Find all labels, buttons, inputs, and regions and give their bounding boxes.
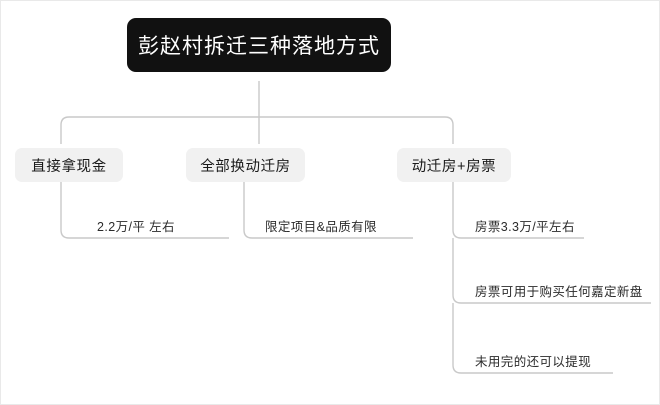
edge-branch2-leaf1 [243, 181, 413, 239]
leaf-node-branch3-2[interactable]: 房票可用于购买任何嘉定新盘 [475, 282, 643, 300]
leaf-node-branch1-1-label: 2.2万/平 左右 [97, 220, 175, 234]
branch-node-2[interactable]: 全部换动迁房 [186, 148, 305, 182]
leaf-node-branch3-1-label: 房票3.3万/平左右 [475, 220, 575, 234]
edge-branch3-leaf3 [452, 303, 613, 374]
branch-node-3[interactable]: 动迁房+房票 [397, 148, 511, 182]
leaf-node-branch3-2-label: 房票可用于购买任何嘉定新盘 [475, 285, 643, 299]
branch-node-2-label: 全部换动迁房 [200, 158, 291, 175]
root-node[interactable]: 彭赵村拆迁三种落地方式 [127, 18, 391, 72]
leaf-node-branch1-1[interactable]: 2.2万/平 左右 [97, 217, 175, 235]
leaf-node-branch3-3-label: 未用完的还可以提现 [475, 355, 592, 369]
leaf-node-branch3-3[interactable]: 未用完的还可以提现 [475, 352, 591, 370]
leaf-node-branch3-1[interactable]: 房票3.3万/平左右 [475, 217, 575, 235]
edge-branch3-leaf2 [452, 238, 651, 304]
branch-node-3-label: 动迁房+房票 [411, 158, 497, 175]
branch-node-1-label: 直接拿现金 [31, 158, 107, 175]
edge-branch3-leaf1 [452, 181, 584, 239]
leaf-node-branch2-1[interactable]: 限定项目&品质有限 [265, 217, 377, 235]
root-node-label: 彭赵村拆迁三种落地方式 [138, 35, 380, 58]
branch-node-1[interactable]: 直接拿现金 [15, 148, 123, 182]
edge-bus-right [259, 116, 454, 144]
edge-bus-left [60, 116, 259, 144]
edge-branch1-leaf1 [60, 181, 229, 239]
leaf-node-branch2-1-label: 限定项目&品质有限 [265, 220, 377, 234]
